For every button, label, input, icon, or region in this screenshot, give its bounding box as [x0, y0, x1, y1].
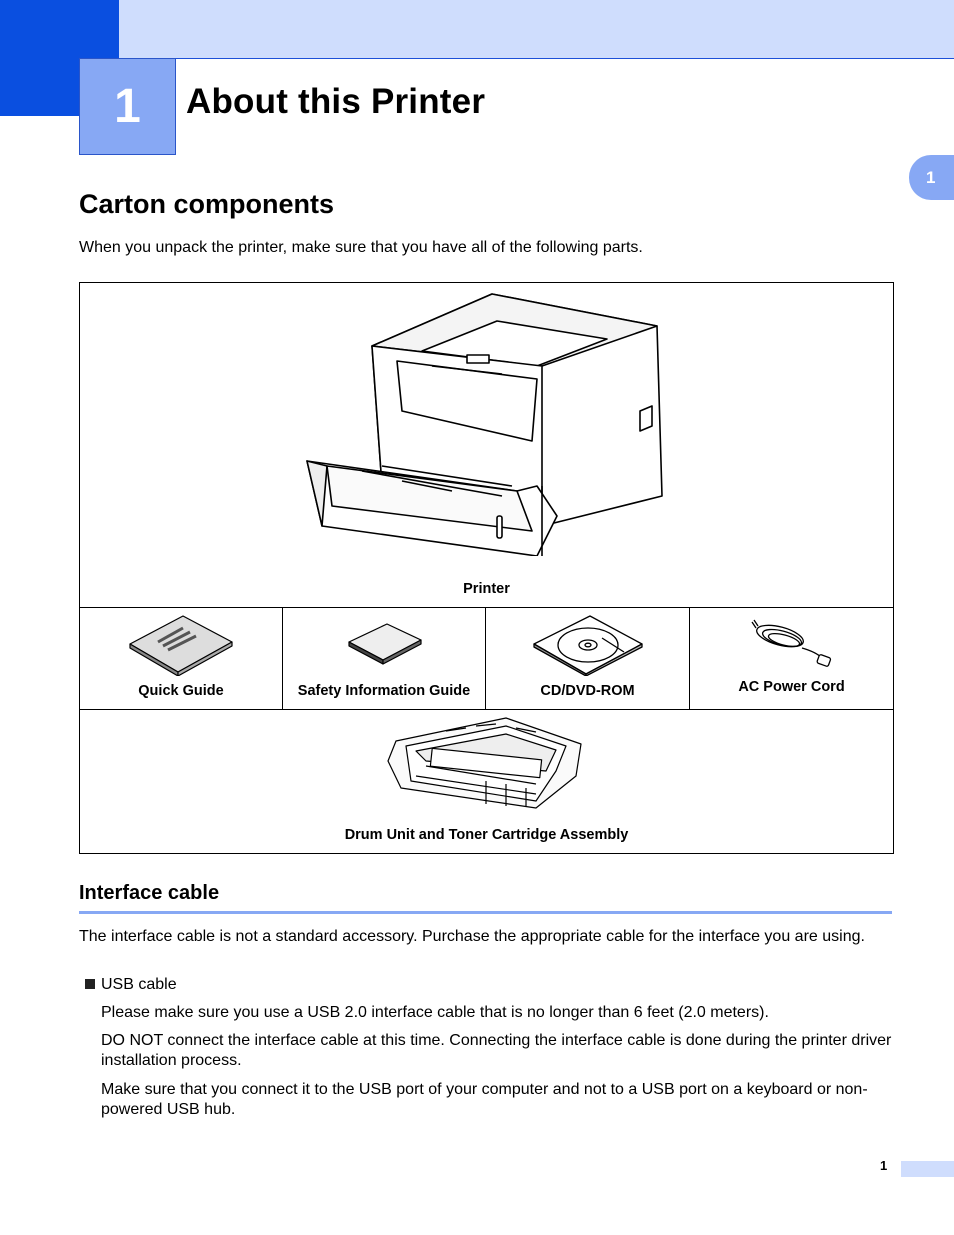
quick-guide-label: Quick Guide — [138, 683, 224, 699]
cd-rom-cell: CD/DVD-ROM — [485, 607, 690, 710]
printer-label: Printer — [463, 581, 510, 597]
section-divider — [79, 911, 892, 914]
usb-cable-item: USB cable — [101, 976, 177, 993]
usb-paragraph-3: Make sure that you connect it to the USB… — [101, 1081, 868, 1118]
cd-rom-icon — [533, 615, 643, 676]
section-title: Carton components — [79, 189, 335, 219]
printer-illustration — [306, 293, 663, 556]
chapter-number: 1 — [79, 58, 176, 155]
drum-unit-illustration — [387, 717, 582, 809]
page-number: 1 — [880, 1158, 888, 1173]
safety-guide-icon — [348, 623, 422, 665]
power-cord-icon — [751, 619, 832, 667]
usb-paragraph-1: Please make sure you use a USB 2.0 inter… — [101, 1004, 769, 1021]
header-band — [0, 0, 954, 59]
parts-table: Printer Quick Guide S — [79, 282, 894, 854]
safety-guide-label: Safety Information Guide — [297, 683, 471, 699]
usb-paragraph-2: DO NOT connect the interface cable at th… — [101, 1032, 892, 1069]
side-chapter-tab[interactable]: 1 — [909, 155, 954, 200]
printer-cell: Printer — [79, 282, 894, 608]
footer-bar — [901, 1161, 954, 1177]
quick-guide-icon — [129, 615, 233, 676]
power-cord-cell: AC Power Cord — [689, 607, 894, 710]
power-cord-label: AC Power Cord — [738, 679, 845, 695]
cd-rom-label: CD/DVD-ROM — [540, 683, 635, 699]
drum-unit-cell: Drum Unit and Toner Cartridge Assembly — [79, 709, 894, 854]
interface-title: Interface cable — [79, 882, 220, 904]
interface-desc: The interface cable is not a standard ac… — [79, 928, 865, 945]
bullet-square — [85, 979, 95, 989]
quick-guide-cell: Quick Guide — [79, 607, 283, 710]
section-intro: When you unpack the printer, make sure t… — [79, 239, 643, 256]
drum-unit-label: Drum Unit and Toner Cartridge Assembly — [344, 827, 629, 843]
chapter-title: About this Printer — [186, 82, 486, 121]
safety-guide-cell: Safety Information Guide — [282, 607, 486, 710]
